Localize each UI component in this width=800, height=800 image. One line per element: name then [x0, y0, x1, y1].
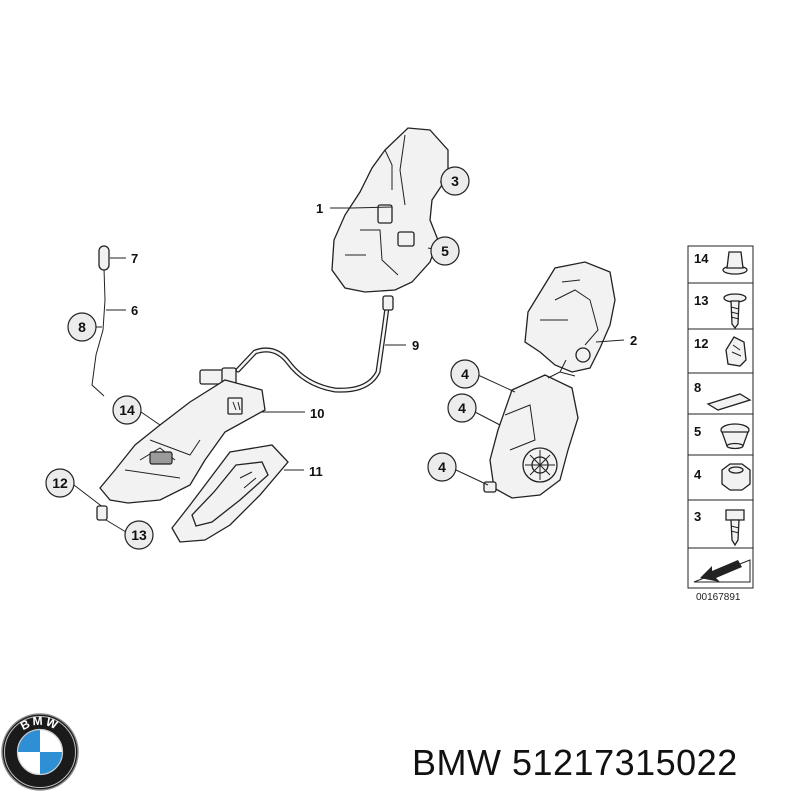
reference-number: 00167891	[696, 592, 741, 603]
svg-text:BMW: BMW	[18, 714, 62, 733]
callout-4a-label: 4	[461, 366, 469, 382]
callout-7: 7	[110, 251, 138, 266]
callout-4b: 4	[447, 393, 501, 426]
callout-9: 9	[385, 338, 419, 353]
legend-14-label: 14	[694, 251, 709, 266]
callout-11: 11	[284, 464, 323, 479]
callout-12: 12	[45, 468, 108, 521]
callout-5-label: 5	[441, 243, 449, 259]
small-parts-legend: 14 13 12 8 5 4	[687, 245, 754, 589]
legend-13-label: 13	[694, 293, 708, 308]
callout-9-label: 9	[412, 338, 419, 353]
bolt-icon	[725, 509, 745, 547]
callout-2: 2	[595, 333, 637, 348]
callout-4c: 4	[427, 452, 489, 486]
callout-8-label: 8	[78, 319, 86, 335]
callout-14-label: 14	[119, 402, 135, 418]
legend-4-label: 4	[694, 467, 702, 482]
push-rivet-icon	[722, 251, 748, 275]
callout-2-label: 2	[630, 333, 637, 348]
part-number-caption: BMW 51217315022	[412, 742, 738, 783]
rubber-bumper-icon	[720, 423, 750, 450]
callout-4a: 4	[450, 359, 516, 393]
callout-11-label: 11	[309, 464, 323, 479]
part-1-lock-cover	[331, 127, 449, 293]
callout-10-label: 10	[310, 406, 324, 421]
part-6-lock-rod	[91, 245, 110, 397]
bmw-logo-text: BMW	[18, 714, 60, 733]
screw-icon	[723, 293, 747, 330]
part-10-handle-carrier	[99, 379, 266, 504]
legend-3-label: 3	[694, 509, 701, 524]
callout-6: 6	[106, 303, 138, 318]
legend-5-label: 5	[694, 424, 701, 439]
part-11-handle-trim	[171, 444, 289, 543]
nut-icon	[721, 463, 751, 491]
callout-13-label: 13	[131, 527, 147, 543]
callout-6-label: 6	[131, 303, 138, 318]
callout-5: 5	[427, 236, 460, 266]
part-2-door-lock	[524, 261, 616, 373]
arrow-pointer-icon	[693, 559, 751, 583]
callout-3-label: 3	[451, 173, 459, 189]
callout-14: 14	[112, 395, 161, 426]
callout-1: 1	[316, 201, 352, 216]
clip-icon	[725, 336, 747, 367]
legend-12-label: 12	[694, 336, 708, 351]
callout-4c-label: 4	[438, 459, 446, 475]
callout-13: 13	[105, 519, 154, 550]
callout-7-label: 7	[131, 251, 138, 266]
legend-8-label: 8	[694, 380, 701, 395]
foam-pad-icon	[706, 393, 752, 411]
callout-1-label: 1	[316, 201, 323, 216]
callout-10: 10	[262, 406, 324, 421]
actuator-motor	[483, 359, 579, 499]
bmw-logo-icon: BMW	[1, 713, 79, 791]
part-9-bowden-cable	[199, 295, 394, 393]
callout-8: 8	[67, 312, 102, 342]
callout-4b-label: 4	[458, 400, 466, 416]
callout-12-label: 12	[52, 475, 68, 491]
callout-3: 3	[439, 166, 470, 196]
